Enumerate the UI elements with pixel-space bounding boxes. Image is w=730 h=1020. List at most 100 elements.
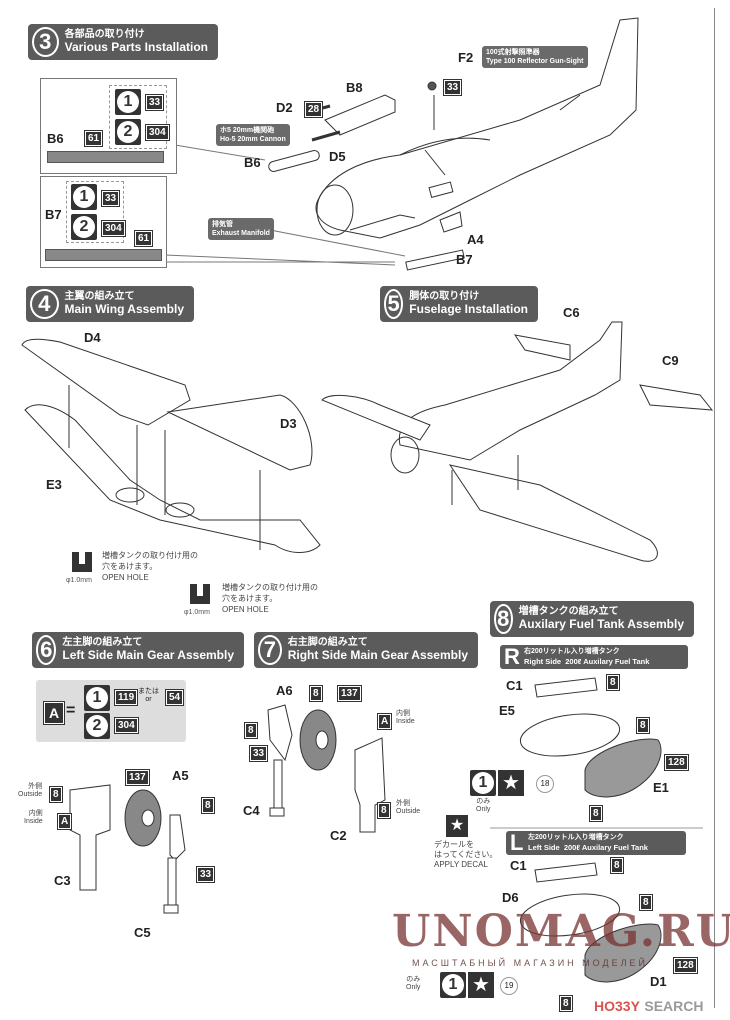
paint-code: 33 bbox=[100, 190, 121, 207]
part-label-e5: E5 bbox=[499, 703, 515, 718]
note-jp-2: はってください。 bbox=[434, 850, 498, 859]
subheader-jp: 左200リットル入り増槽タンク bbox=[528, 834, 624, 841]
subheader-en: Left Side 200ℓ Auxilary Fuel Tank bbox=[528, 843, 648, 852]
exhaust-strip bbox=[45, 249, 162, 261]
paint-code: 8 bbox=[559, 995, 573, 1012]
outside-label: 外側 Outside bbox=[18, 783, 42, 799]
paint-code: 119 bbox=[113, 689, 139, 706]
paint-code: 8 bbox=[49, 786, 63, 803]
part-label-d4: D4 bbox=[84, 330, 101, 345]
paint-code: 8 bbox=[244, 722, 258, 739]
part-label-b6: B6 bbox=[47, 131, 64, 146]
step-number: 8 bbox=[494, 604, 513, 634]
step8-right-tank-drawing bbox=[519, 677, 662, 798]
step-number: 6 bbox=[36, 635, 57, 665]
part-label-f2: F2 bbox=[458, 50, 474, 65]
part-b7-drawing bbox=[405, 249, 465, 271]
part-a4-drawing bbox=[439, 211, 463, 233]
paint-code: 8 bbox=[610, 857, 624, 874]
part-label-d2: D2 bbox=[276, 100, 293, 115]
hole-size: φ1.0mm bbox=[184, 609, 210, 616]
part-b8-drawing bbox=[324, 94, 396, 136]
paint-code: 304 bbox=[114, 717, 139, 734]
outside-en: Outside bbox=[396, 808, 421, 815]
step-title-jp: 左主脚の組み立て bbox=[62, 637, 143, 649]
outside-jp: 外側 bbox=[396, 800, 410, 807]
cannon-callout: ホ5 20mm機関砲 Ho-5 20mm Cannon bbox=[216, 124, 290, 146]
step-number: 4 bbox=[30, 289, 59, 319]
paint-code: 304 bbox=[101, 220, 126, 237]
part-label-c9: C9 bbox=[662, 353, 679, 368]
right-tank-subheader: R 右200リットル入り増槽タンク Right Side 200ℓ Auxila… bbox=[500, 645, 688, 669]
note-en: APPLY DECAL bbox=[434, 860, 488, 869]
hobby-search-logo: HO33Y SEARCH bbox=[594, 998, 704, 1016]
star-decal-icon: ★ bbox=[446, 815, 468, 837]
step-number: 3 bbox=[32, 27, 59, 57]
option-box bbox=[66, 181, 124, 243]
option-number: 1 bbox=[472, 772, 494, 794]
decal-number: 19 bbox=[500, 977, 518, 995]
paint-code: 128 bbox=[673, 957, 698, 974]
paint-code: 8 bbox=[589, 805, 603, 822]
paint-code: A bbox=[376, 713, 393, 730]
step-title-en: Right Side Main Gear Assembly bbox=[287, 647, 468, 662]
hole-size: φ1.0mm bbox=[66, 577, 92, 584]
hobby-search-b: SEARCH bbox=[644, 998, 704, 1014]
callout-jp: 排気管 bbox=[212, 221, 233, 228]
exhaust-strip bbox=[47, 151, 164, 163]
watermark-sub: МАСШТАБНЫЙ МАГАЗИН МОДЕЛЕЙ bbox=[412, 958, 648, 968]
inside-en: Inside bbox=[24, 818, 43, 825]
part-label-d3: D3 bbox=[280, 416, 297, 431]
part-label-c6: C6 bbox=[563, 305, 580, 320]
outside-label: 外側 Outside bbox=[396, 800, 420, 816]
part-f2-drawing bbox=[427, 81, 437, 91]
part-label-c4: C4 bbox=[243, 803, 260, 818]
paint-code: 8 bbox=[639, 894, 653, 911]
inside-jp: 内側 bbox=[396, 710, 410, 717]
step-title-jp: 胴体の取り付け bbox=[409, 291, 480, 303]
inset-b6: 1 33 2 304 B6 61 bbox=[40, 78, 177, 174]
side-letter: R bbox=[504, 644, 520, 669]
option-number: 2 bbox=[117, 121, 139, 143]
open-hole-note-2: 増槽タンクの取り付け用の 穴をあけます。 OPEN HOLE bbox=[222, 582, 318, 615]
part-label-b7: B7 bbox=[456, 252, 473, 267]
only-en: Only bbox=[406, 984, 421, 991]
part-label-c5: C5 bbox=[134, 925, 151, 940]
part-label-a6: A6 bbox=[276, 683, 293, 698]
inside-jp: 内側 bbox=[28, 810, 43, 817]
part-label-d1: D1 bbox=[650, 974, 667, 989]
option-number: 1 bbox=[86, 687, 108, 709]
left-tank-subheader: L 左200リットル入り増槽タンク Left Side 200ℓ Auxilar… bbox=[506, 831, 686, 855]
paint-code: 8 bbox=[309, 685, 323, 702]
or-jp: または bbox=[138, 688, 159, 695]
star-decal-icon: ★ bbox=[498, 770, 524, 796]
option-2-badge: 2 bbox=[84, 713, 110, 739]
step-title-jp: 主翼の組み立て bbox=[64, 291, 135, 303]
outside-en: Outside bbox=[18, 791, 43, 798]
step-8-header: 8 増槽タンクの組み立て Auxilary Fuel Tank Assembly bbox=[490, 601, 694, 637]
step8-left-tank-drawing bbox=[519, 862, 662, 983]
paint-code: A bbox=[56, 813, 73, 830]
note-jp-1: 増槽タンクの取り付け用の bbox=[102, 551, 198, 560]
outside-jp: 外側 bbox=[28, 783, 43, 790]
step4-wing-drawing bbox=[21, 338, 321, 553]
step-5-header: 5 胴体の取り付け Fuselage Installation bbox=[380, 286, 538, 322]
inside-label: 内側 Inside bbox=[396, 710, 415, 726]
paint-code: 137 bbox=[125, 769, 150, 786]
option-1-badge: 1 bbox=[71, 184, 97, 210]
page-border bbox=[14, 8, 715, 1008]
or-en: or bbox=[145, 696, 152, 703]
inside-label: 内側 Inside bbox=[24, 810, 43, 826]
step5-aircraft-drawing bbox=[321, 321, 714, 562]
paint-code: 33 bbox=[195, 866, 216, 883]
option-1-badge: 1 bbox=[84, 685, 110, 711]
part-label-b8: B8 bbox=[346, 80, 363, 95]
step-number: 5 bbox=[384, 289, 404, 319]
option-number: 2 bbox=[86, 715, 108, 737]
step-title-en: Main Wing Assembly bbox=[64, 301, 184, 316]
paint-code: 54 bbox=[164, 689, 185, 706]
part-label-c1: C1 bbox=[510, 858, 527, 873]
part-label-c2: C2 bbox=[330, 828, 347, 843]
note-en: OPEN HOLE bbox=[222, 605, 269, 614]
